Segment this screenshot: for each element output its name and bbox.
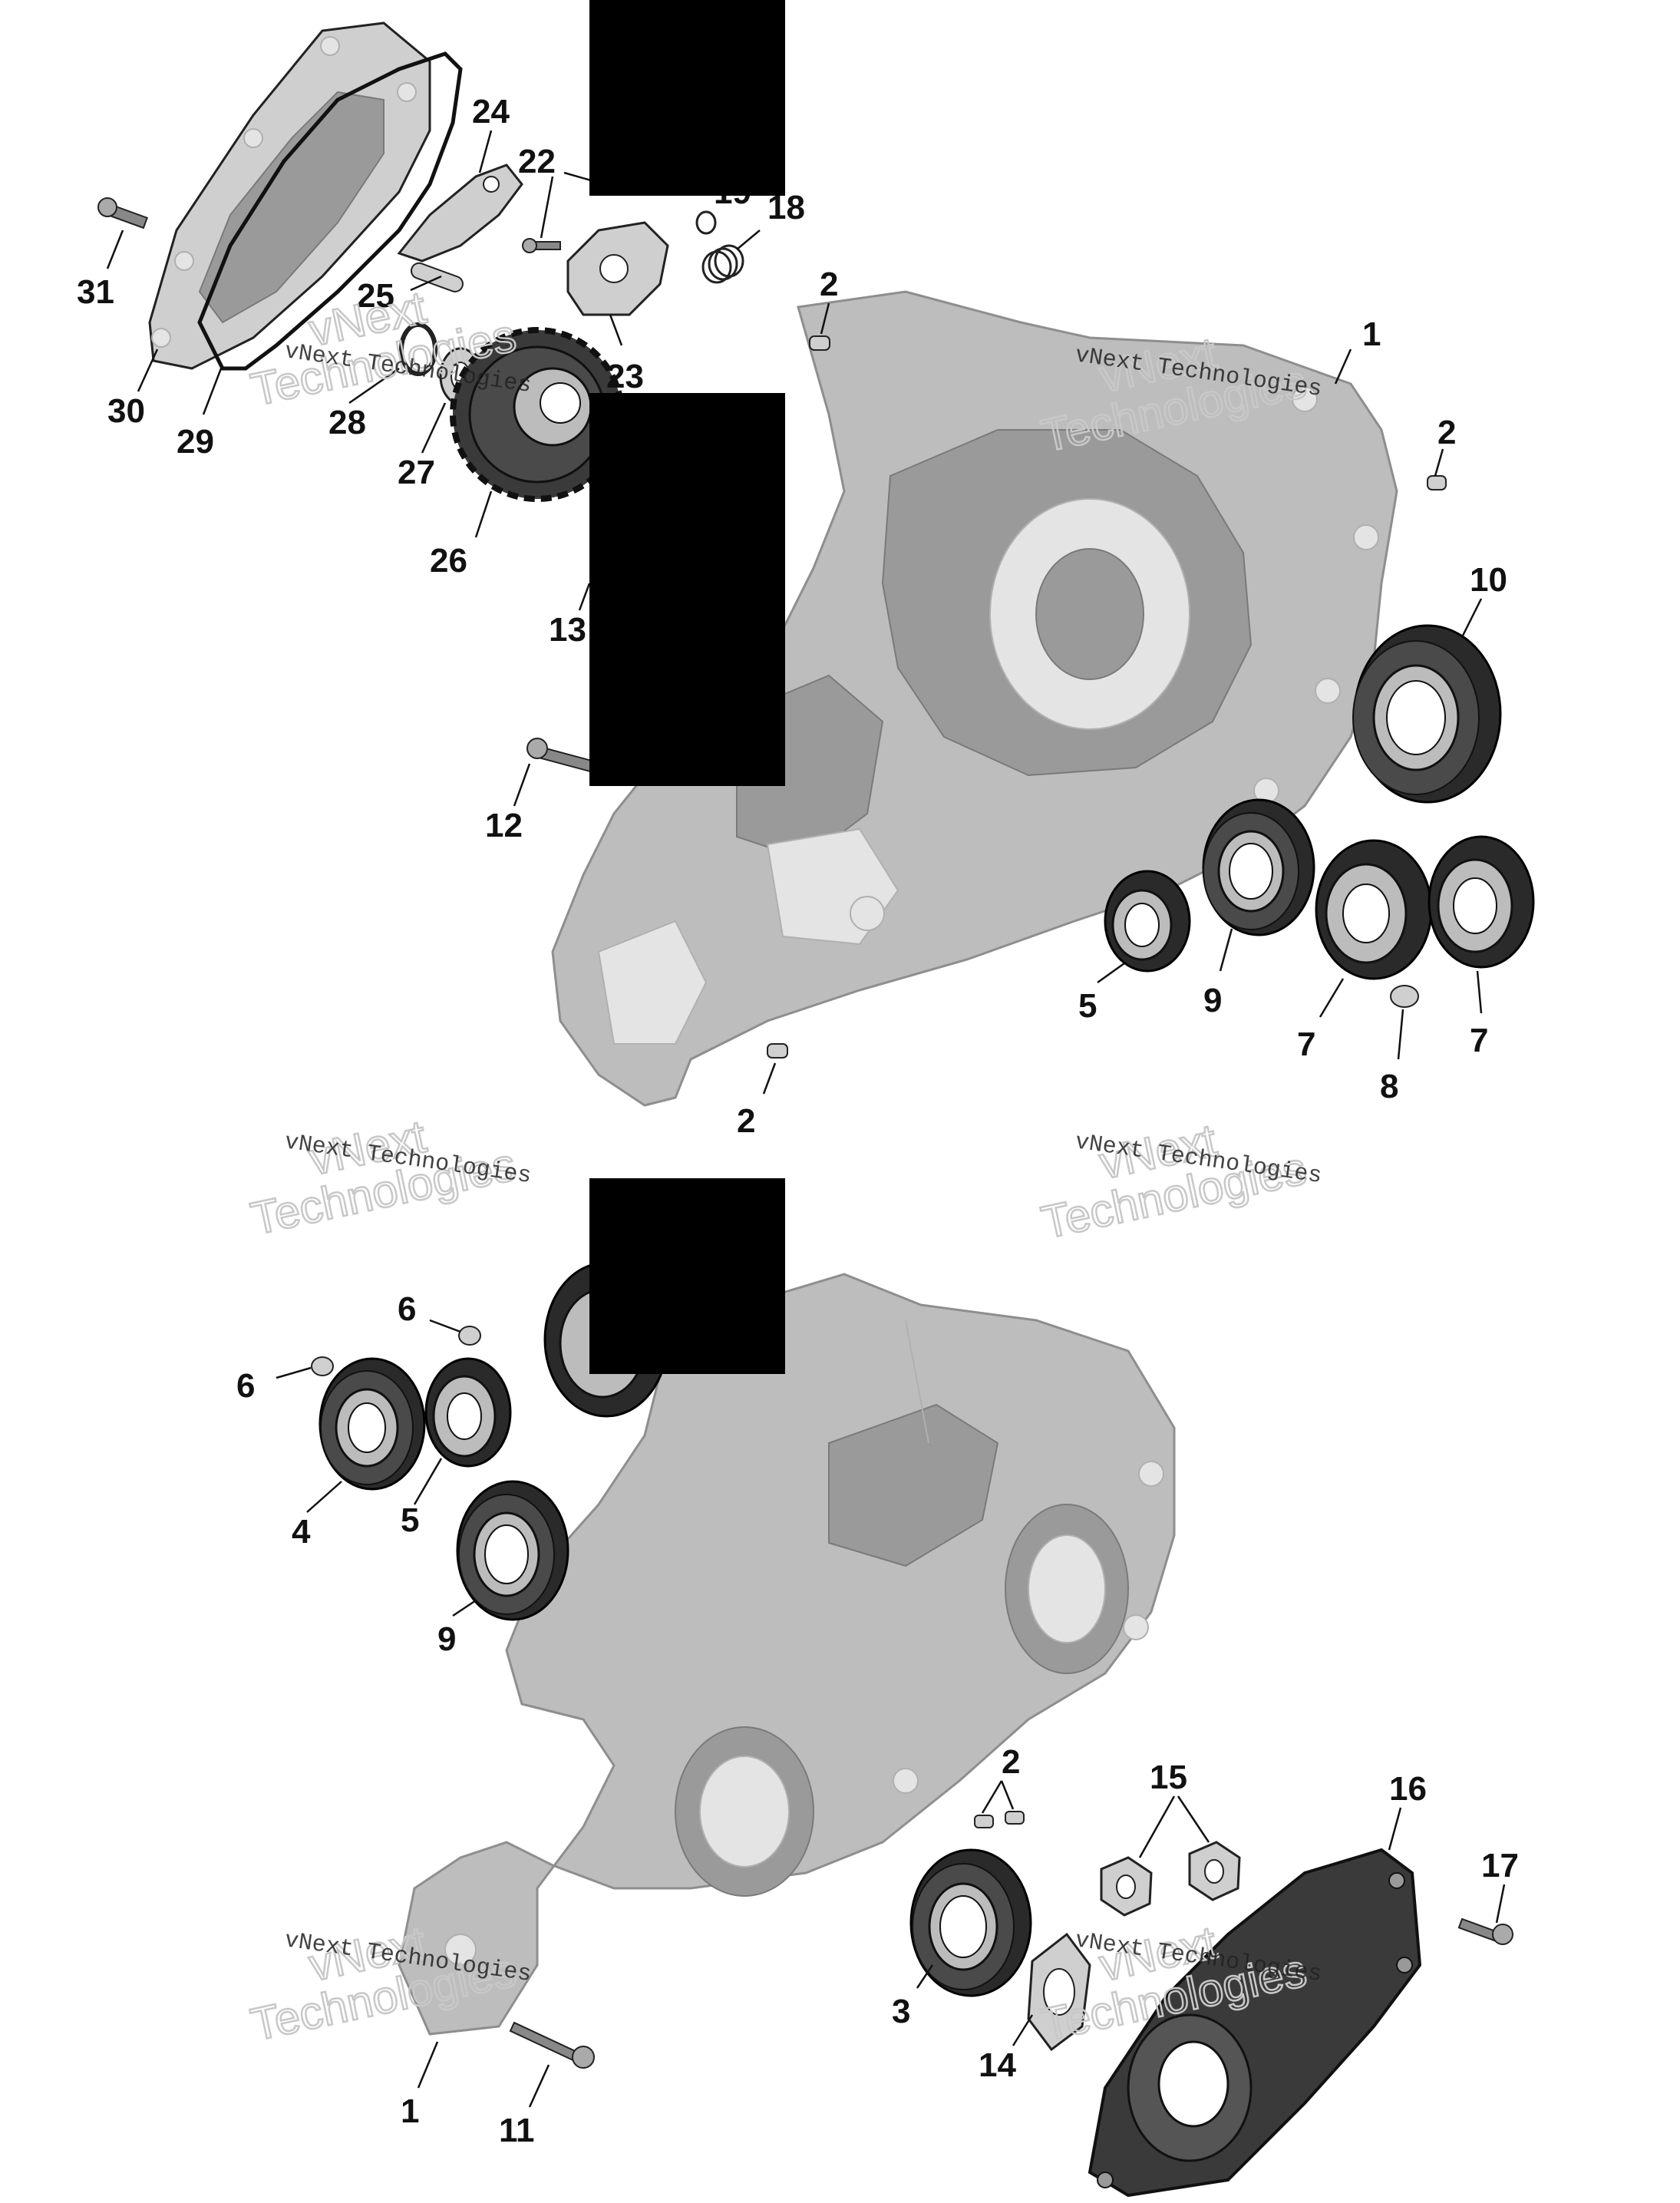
callout-28: 28: [328, 404, 366, 441]
circlip-28: [399, 322, 437, 376]
screws-6: [311, 1326, 481, 1376]
lever-24: [397, 163, 523, 263]
callout-22: 22: [518, 143, 556, 180]
callout-16: 16: [1389, 1770, 1427, 1808]
callout-15: 15: [1150, 1759, 1187, 1796]
redaction-block-top: [589, 0, 785, 196]
callout-14: 14: [979, 2046, 1016, 2084]
callout-9-lower: 9: [437, 1620, 456, 1658]
callout-9-upper: 9: [1203, 982, 1222, 1019]
bolt-17: [1457, 1917, 1513, 1945]
callout-6-b: 6: [236, 1367, 255, 1405]
shift-cam-23: [566, 221, 669, 316]
screw-22: [522, 238, 561, 253]
bearing-7-left: [1315, 839, 1433, 980]
redaction-blocks: [589, 0, 785, 1374]
callout-26: 26: [430, 542, 467, 580]
gear-26: [450, 327, 625, 502]
callout-17: 17: [1481, 1847, 1519, 1884]
side-cover: [148, 21, 431, 370]
dowel-pins-upper: [767, 335, 1447, 1059]
bolt-11: [509, 2021, 595, 2069]
callout-4: 4: [292, 1513, 311, 1551]
redaction-block-middle: [589, 393, 785, 786]
bearing-5-upper: [1104, 870, 1191, 973]
callout-2-c: 2: [737, 1102, 755, 1140]
callout-11: 11: [499, 2112, 535, 2149]
callout-12: 12: [485, 807, 523, 844]
bearing-9-lower: [456, 1480, 569, 1621]
callout-6-a: 6: [398, 1290, 416, 1328]
callout-27: 27: [398, 454, 435, 491]
cover-gasket: [197, 51, 463, 371]
callout-29: 29: [177, 423, 214, 461]
seal-14: [1027, 1932, 1091, 2052]
dowel-pins-lower: [974, 1811, 1025, 1828]
bearing-4: [319, 1357, 426, 1491]
callout-2-d: 2: [1002, 1743, 1020, 1781]
bolt-31: [97, 197, 148, 230]
plug-8: [1390, 985, 1419, 1008]
callout-25: 25: [357, 277, 394, 315]
callout-13: 13: [549, 611, 586, 649]
bearing-9-upper: [1202, 798, 1315, 936]
spring-18: [701, 244, 744, 284]
bearing-3: [909, 1848, 1032, 1997]
callout-2-b: 2: [1437, 414, 1456, 451]
callout-23: 23: [606, 358, 644, 395]
callout-3: 3: [892, 1993, 910, 2030]
washer-19: [695, 210, 717, 235]
callout-5-lower: 5: [401, 1501, 419, 1539]
callout-7-b: 7: [1470, 1022, 1488, 1059]
callout-30: 30: [107, 392, 145, 430]
bearing-7-right: [1428, 835, 1535, 969]
callout-2-a: 2: [820, 266, 838, 303]
callout-5-upper: 5: [1078, 987, 1097, 1025]
callout-7-a: 7: [1297, 1026, 1315, 1063]
callout-8: 8: [1380, 1068, 1398, 1105]
output-cover-16: [1088, 1848, 1422, 2198]
callout-1-upper: 1: [1362, 315, 1381, 353]
callout-24: 24: [472, 93, 510, 130]
nuts-15: [1100, 1841, 1241, 1917]
callout-31: 31: [77, 273, 114, 311]
leader-lines: [106, 130, 1506, 2108]
bearing-5-lower: [424, 1357, 512, 1468]
bearing-10: [1352, 624, 1502, 804]
callout-1-lower: 1: [401, 2092, 419, 2130]
crankcase-lower: [398, 1273, 1176, 2036]
redaction-block-lower: [589, 1178, 785, 1374]
callout-10: 10: [1470, 561, 1507, 599]
